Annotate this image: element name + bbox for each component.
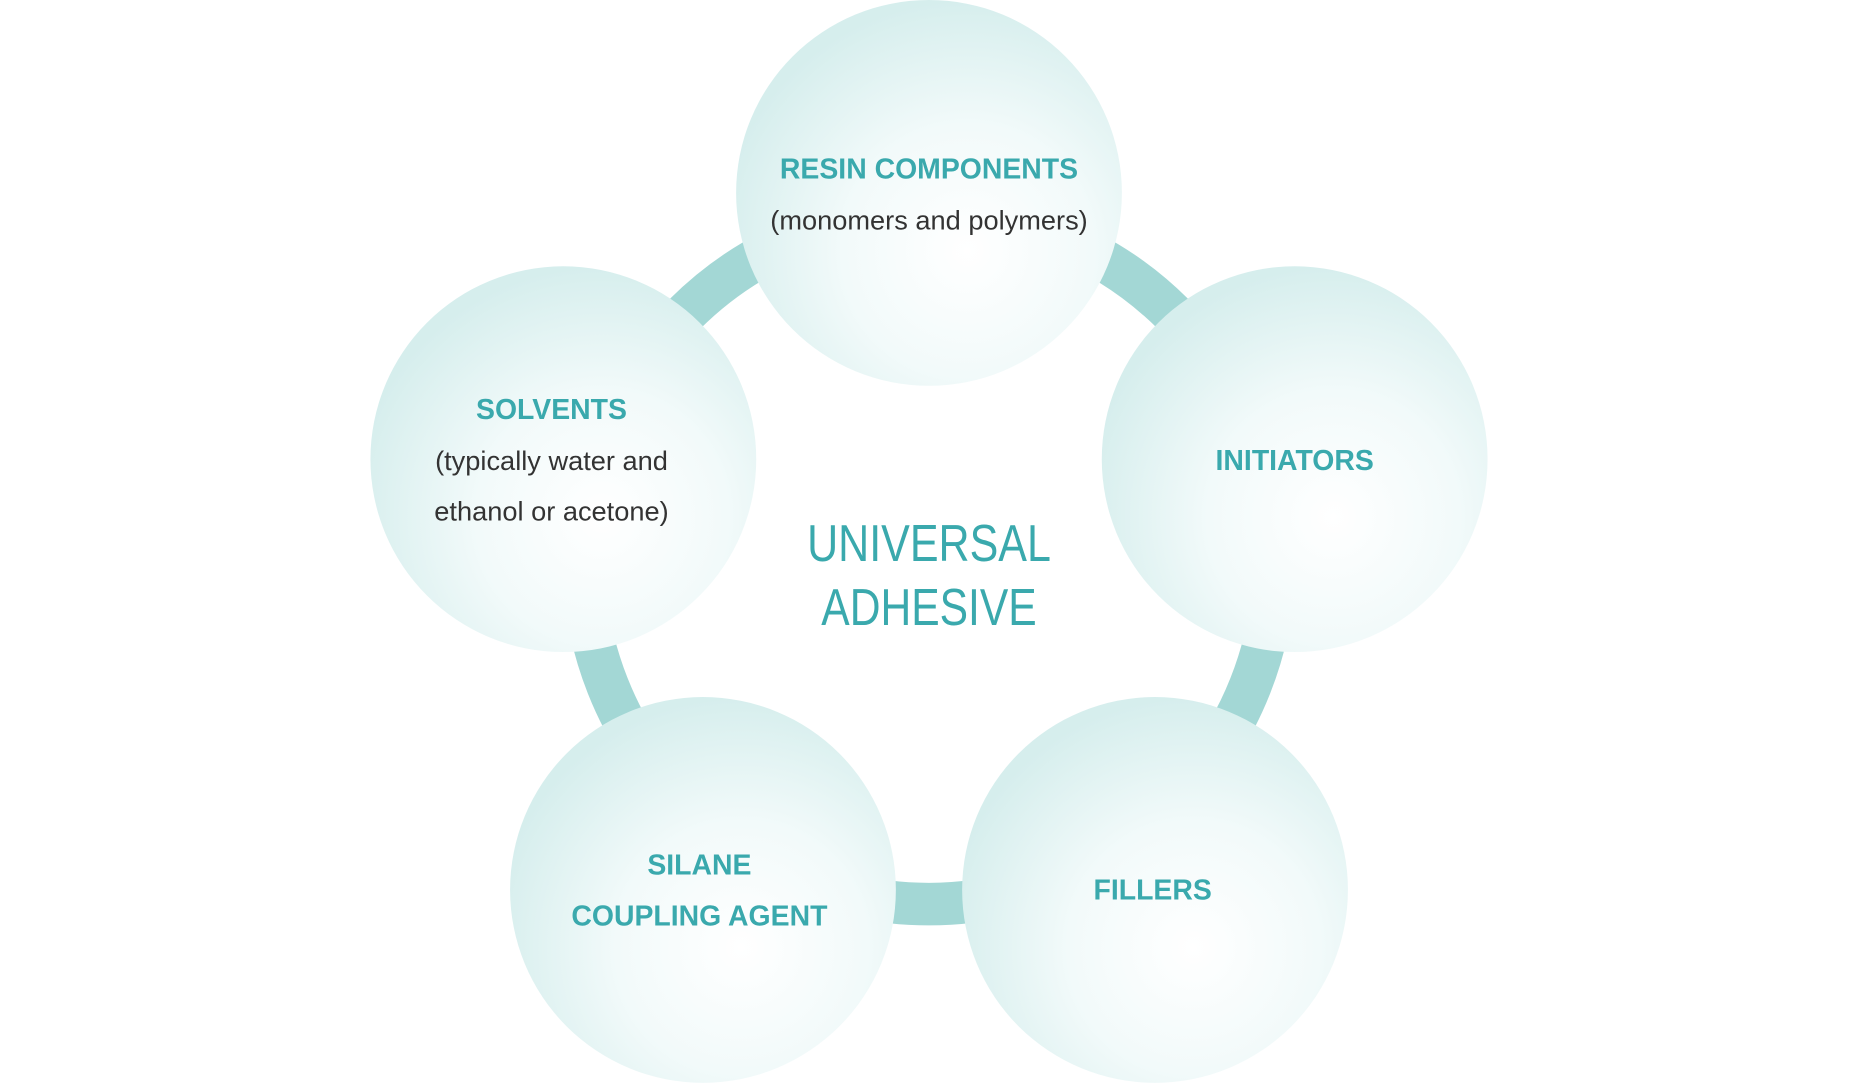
node-resin-components: RESIN COMPONENTS (monomers and polymers) xyxy=(736,0,1122,386)
node-title-line1: SILANE xyxy=(647,850,751,882)
center-title-line1: UNIVERSAL xyxy=(807,515,1051,573)
node-title: RESIN COMPONENTS xyxy=(780,154,1078,186)
node-title: INITIATORS xyxy=(1216,445,1374,477)
node-subtitle: (monomers and polymers) xyxy=(770,205,1087,236)
node-silane-coupling-agent: SILANE COUPLING AGENT xyxy=(510,697,896,1083)
node-fillers: FILLERS xyxy=(962,697,1348,1083)
node-initiators: INITIATORS xyxy=(1101,266,1488,653)
node-title: FILLERS xyxy=(1094,874,1212,906)
center-title-line2: ADHESIVE xyxy=(821,579,1036,637)
node-subtitle-line1: (typically water and xyxy=(435,445,668,476)
node-title-line2: COUPLING AGENT xyxy=(571,900,828,932)
node-title: SOLVENTS xyxy=(476,394,627,426)
node-subtitle-line2: ethanol or acetone) xyxy=(434,496,668,527)
node-solvents: SOLVENTS (typically water and ethanol or… xyxy=(370,266,757,653)
